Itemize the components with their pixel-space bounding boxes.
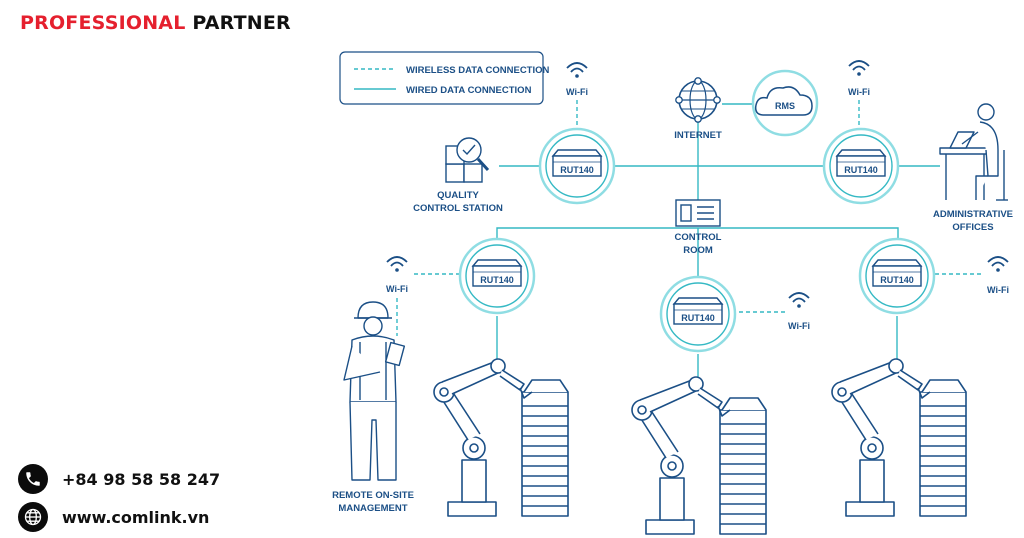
cloud-icon [754,86,813,116]
legend-wireless-label: WIRELESS DATA CONNECTION [406,65,550,76]
wireless-connections [396,100,984,336]
router-label: RUT140 [480,275,514,285]
brand-title: PROFESSIONAL PARTNER [20,12,291,34]
router-label: RUT140 [880,275,914,285]
rms-label: RMS [775,101,795,111]
robot-arm-left [433,358,569,517]
wifi-icon [987,256,1009,273]
quality-label-line2: CONTROL STATION [413,203,503,214]
control-label-line2: ROOM [683,245,713,256]
rms-cloud: RMS [751,69,819,137]
wifi-label: Wi-Fi [987,285,1009,295]
robot-arm-right [831,358,967,517]
router-top-right: RUT140 [822,127,900,205]
wifi-label: Wi-Fi [386,284,408,294]
router-top-left: RUT140 [538,127,616,205]
globe-icon [675,77,721,123]
robot-arm-center [631,376,767,535]
wifi-label: Wi-Fi [848,87,870,97]
wifi-icon [386,256,408,273]
legend-box: WIRELESS DATA CONNECTION WIRED DATA CONN… [339,51,550,105]
worker-icon [343,301,406,481]
router-center: RUT140 [659,275,737,353]
router-label: RUT140 [681,313,715,323]
wifi-label: Wi-Fi [566,87,588,97]
router-label: RUT140 [844,165,878,175]
control-label-line1: CONTROL [675,232,722,243]
brand-part-partner: PARTNER [192,12,291,34]
wifi-label: Wi-Fi [788,321,810,331]
wifi-icon [566,62,588,79]
admin-label-line2: OFFICES [952,222,993,233]
internet-label: INTERNET [674,130,722,141]
wired-connections [496,103,940,388]
phone-icon [18,464,48,494]
office-worker-icon [939,103,1008,201]
website-url: www.comlink.vn [62,507,210,527]
router-label: RUT140 [560,165,594,175]
phone-number: +84 98 58 58 247 [62,469,221,489]
remote-label-line2: MANAGEMENT [338,503,407,514]
router-mid-left: RUT140 [458,237,536,315]
admin-label-line1: ADMINISTRATIVE [933,209,1013,220]
wifi-icon [788,292,810,309]
contact-phone[interactable]: +84 98 58 58 247 [18,464,220,494]
router-mid-right: RUT140 [858,237,936,315]
control-panel-icon [675,199,721,227]
brand-part-professional: PROFESSIONAL [20,12,186,34]
legend-wired-label: WIRED DATA CONNECTION [406,85,532,96]
contact-website[interactable]: www.comlink.vn [18,502,209,532]
remote-label-line1: REMOTE ON-SITE [332,490,414,501]
wifi-icon [848,60,870,77]
quality-label-line1: QUALITY [437,190,479,201]
globe-icon [18,502,48,532]
quality-control-icon [445,137,490,183]
